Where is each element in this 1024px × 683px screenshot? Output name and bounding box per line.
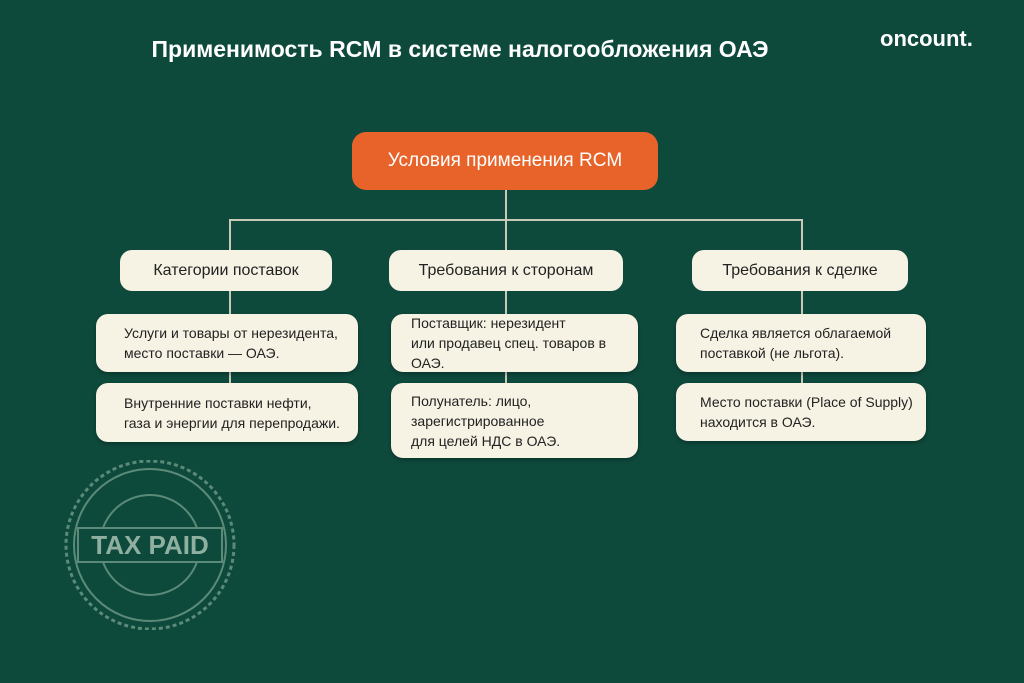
column-header: Категории поставок [120,250,332,291]
card-line: Услуги и товары от нерезидента, [124,325,338,341]
card-line: или продавец спец. товаров в ОАЭ. [411,335,607,371]
column-header: Требования к сделке [692,250,908,291]
card-line: находится в ОАЭ. [700,414,816,430]
connector [505,190,507,220]
root-node: Условия применения RCM [352,132,658,190]
card-line: Полунатель: лицо, [411,392,532,409]
connector [505,219,507,250]
card: Полунатель: лицо, зарегистрированное для… [391,383,638,458]
card-line: поставкой (не льгота). [700,345,845,361]
stamp-text: TAX PAID [91,530,208,560]
logo: oncount. [880,26,973,51]
card-line: место поставки — ОАЭ. [124,345,280,361]
card-line: для целей НДС в ОАЭ. [411,432,561,449]
connector [801,219,803,250]
tax-paid-stamp: TAX PAID [64,460,236,630]
page-title: Применимость RCM в системе налогообложен… [151,36,769,62]
card: Сделка является облагаемой поставкой (не… [676,314,926,372]
card: Поставщик: нерезидент или продавец спец.… [391,314,638,372]
card: Внутренние поставки нефти, газа и энерги… [96,383,358,442]
connector [229,219,231,250]
connector [230,219,803,221]
card-line: Сделка является облагаемой [700,325,892,341]
card-line: газа и энергии для перепродажи. [124,414,340,431]
column-header: Требования к сторонам [389,250,623,291]
card: Место поставки (Place of Supply) находит… [676,383,926,441]
card-line: Место поставки (Place of Supply) [700,394,913,410]
card-line: зарегистрированное [411,412,545,429]
card-line: Поставщик: нерезидент [411,315,566,331]
card: Услуги и товары от нерезидента, место по… [96,314,358,372]
card-line: Внутренние поставки нефти, [124,394,312,411]
